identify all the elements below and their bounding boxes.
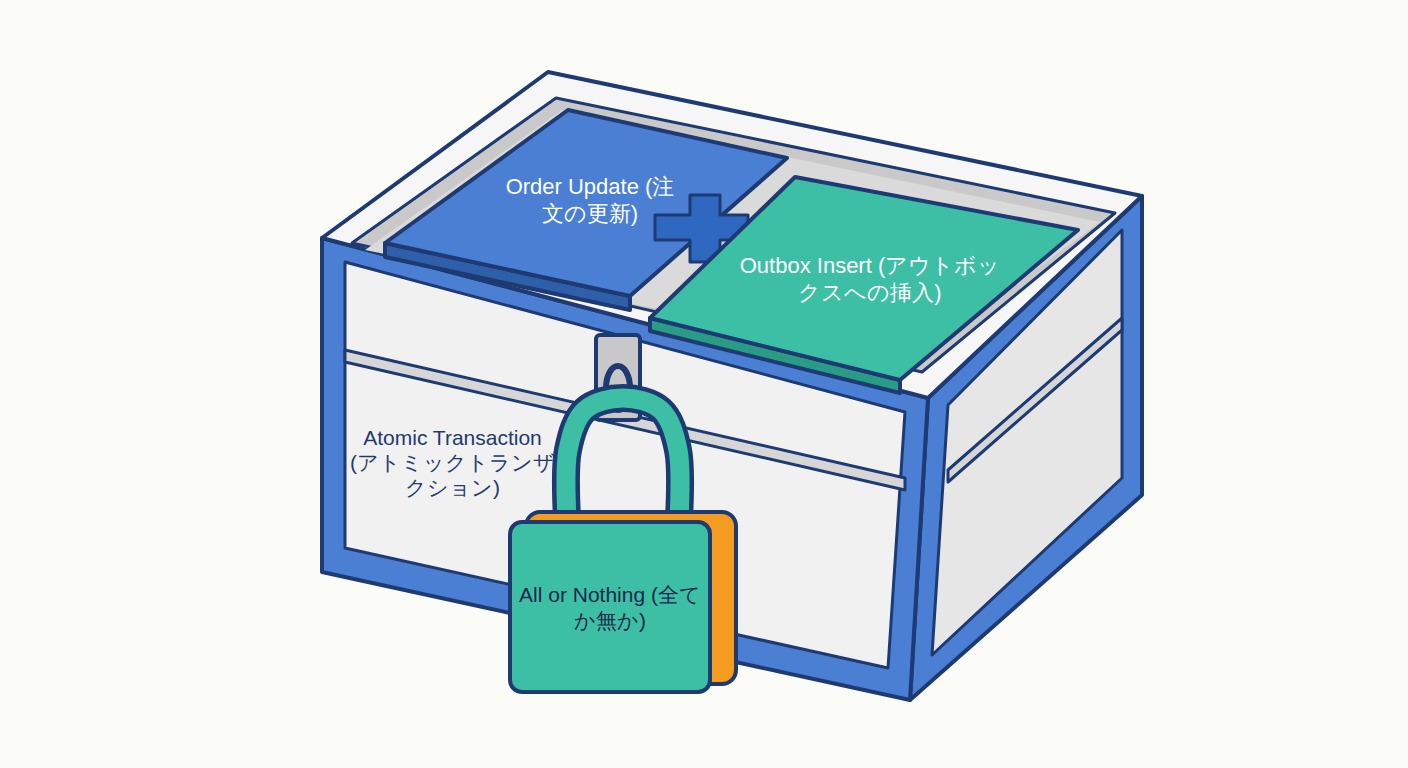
- transaction-chest: Atomic Transaction (アトミックトランザクション) Order …: [300, 60, 1160, 720]
- node-label: All or Nothing (全てか無か): [512, 525, 708, 690]
- padlock: All or Nothing (全てか無か): [505, 385, 740, 695]
- task-tile: Outbox Insert (アウトボックスへの挿入): [645, 170, 1085, 395]
- tile-face: [650, 177, 1078, 380]
- node-label: Order Update (注文の更新): [505, 148, 675, 253]
- node-label: Atomic Transaction (アトミックトランザクション): [350, 405, 555, 520]
- chest-rim: [322, 72, 1142, 398]
- padlock-outline: [505, 385, 740, 695]
- node-label: Outbox Insert (アウトボックスへの挿入): [735, 222, 1005, 337]
- lock-body: [510, 522, 710, 692]
